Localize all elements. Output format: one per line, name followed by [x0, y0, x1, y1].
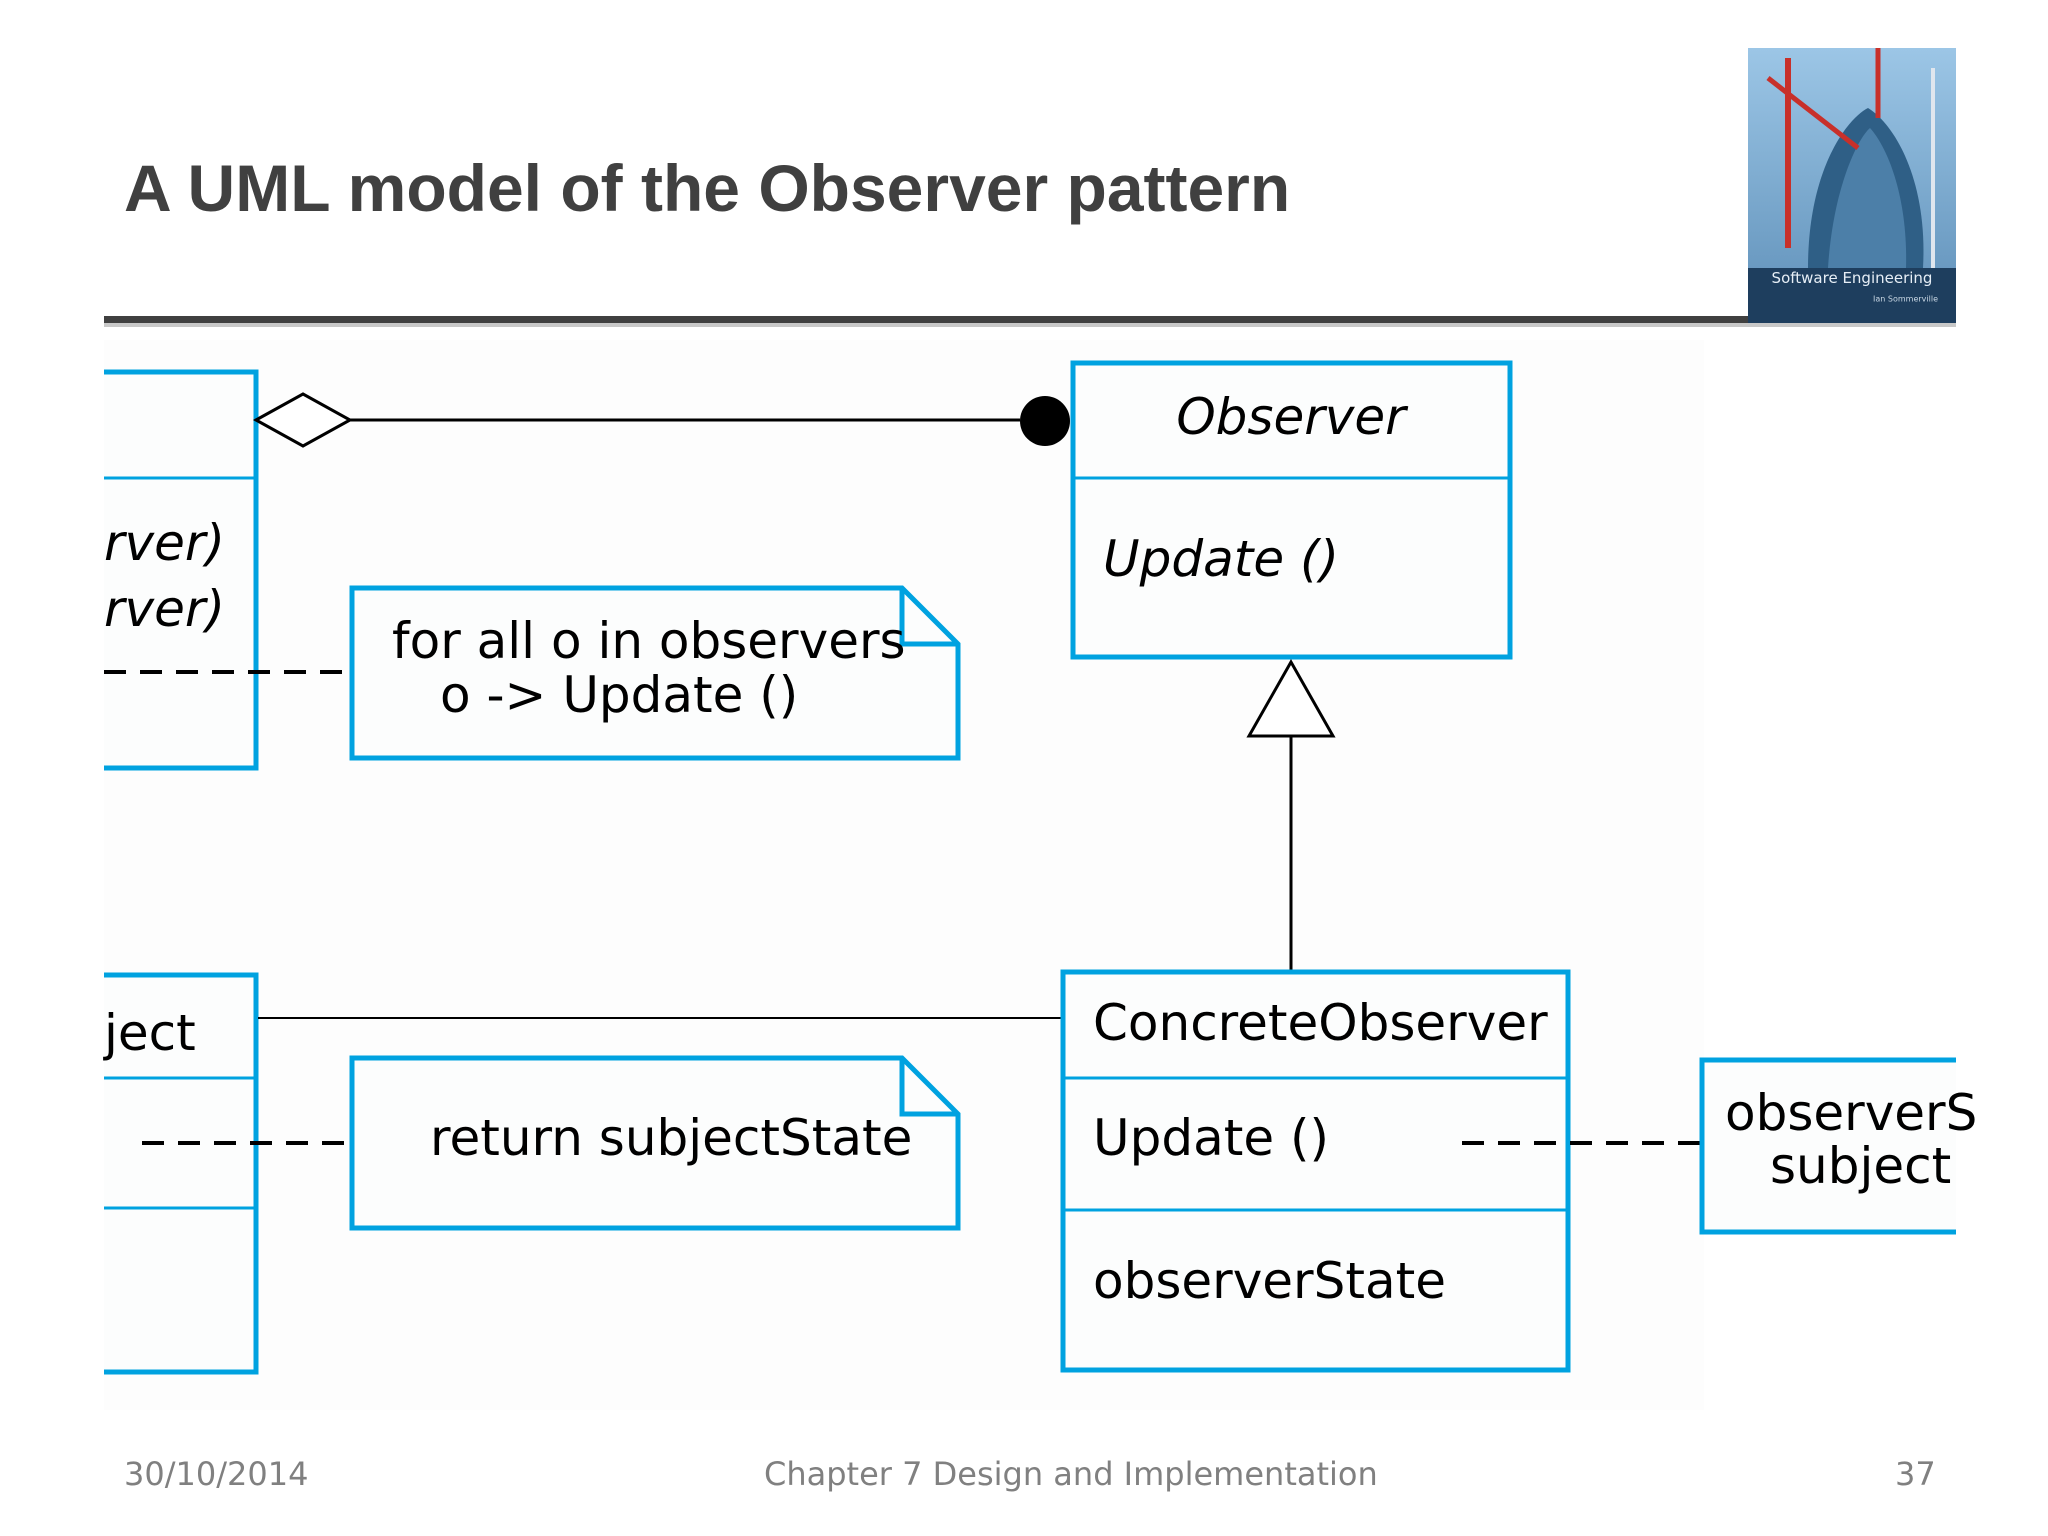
subject-class: rver) rver) — [104, 369, 259, 771]
concrete-observer-attr-state: observerState — [1093, 1252, 1446, 1310]
getstate-note: return subjectState — [142, 1055, 961, 1231]
footer-page-number: 37 — [1895, 1455, 1936, 1493]
notify-note-line1: for all o in observers — [392, 612, 906, 670]
subject-op-detach: rver) — [104, 580, 225, 638]
update-note-line1: observerS — [1725, 1084, 1977, 1142]
footer-date: 30/10/2014 — [124, 1455, 309, 1493]
header-rule — [104, 316, 1748, 323]
slide-title: A UML model of the Observer pattern — [124, 151, 1291, 225]
observer-class: Observer Update () — [1070, 360, 1513, 660]
concrete-observer-class: ConcreteObserver Update () observerState — [1060, 969, 1571, 1373]
observer-name: Observer — [1176, 388, 1409, 446]
header-rule-shadow — [104, 323, 1956, 327]
footer-chapter: Chapter 7 Design and Implementation — [764, 1455, 1378, 1493]
update-note-line2: subject — [1770, 1137, 1951, 1195]
observer-op-update: Update () — [1103, 530, 1339, 588]
cover-caption: Software Engineering — [1772, 269, 1933, 287]
getstate-note-line1: return subjectState — [430, 1109, 912, 1167]
concrete-observer-op-update: Update () — [1093, 1109, 1329, 1167]
subject-op-attach: rver) — [104, 514, 225, 572]
book-cover-image: Software Engineering Ian Sommerville — [1748, 48, 1956, 324]
cover-author: Ian Sommerville — [1873, 295, 1938, 304]
notify-note-line2: o -> Update () — [440, 666, 798, 724]
multiplicity-dot — [1020, 396, 1070, 446]
concrete-observer-name: ConcreteObserver — [1093, 994, 1548, 1052]
notify-note: for all o in observers o -> Update () — [104, 585, 961, 761]
concrete-subject-name: ject — [103, 1004, 196, 1062]
observers-aggregation — [252, 392, 1070, 448]
aggregation-diamond — [252, 392, 354, 448]
generalization-arrow — [1246, 658, 1336, 972]
generalization-triangle — [1246, 658, 1336, 738]
update-note: observerS subject — [1462, 1057, 1977, 1235]
concrete-subject-class: ject — [103, 972, 259, 1375]
